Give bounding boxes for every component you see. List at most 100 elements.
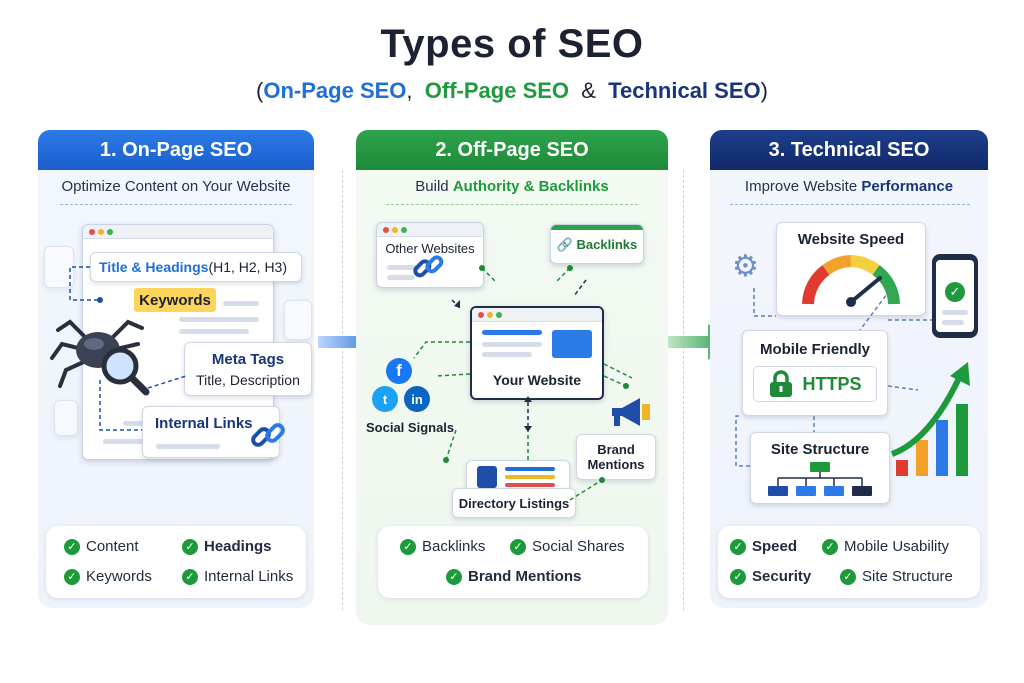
browser-titlebar: [83, 225, 273, 239]
text-line: [179, 329, 249, 334]
meta-tags-desc: Title, Description: [196, 371, 300, 388]
check-icon: ✓: [822, 538, 838, 555]
subtitle-ampersand: &: [581, 78, 596, 103]
gear-icon: ⚙: [732, 250, 759, 283]
other-websites-card: Other Websites: [376, 222, 484, 288]
text-line: [505, 467, 555, 471]
brand-mentions-card: Brand Mentions: [576, 434, 656, 480]
maximize-dot-icon: [496, 312, 502, 318]
text-line: [223, 301, 259, 306]
check-icon: ✓: [64, 568, 80, 585]
backlinks-card: 🔗 Backlinks: [550, 224, 644, 264]
smartphone-icon: ✓: [932, 254, 978, 338]
facebook-icon: f: [386, 358, 412, 384]
browser-titlebar: [377, 223, 483, 237]
off-page-sub-bold: Authority & Backlinks: [452, 178, 609, 195]
your-website-label: Your Website: [492, 372, 582, 388]
text-line: [387, 265, 421, 270]
subtitle-open-paren: (: [256, 78, 264, 103]
maximize-dot-icon: [107, 229, 113, 235]
off-page-seo-panel: 2. Off-Page SEO Build Authority & Backli…: [356, 130, 668, 625]
text-line: [179, 317, 259, 322]
check-icon: ✓: [730, 538, 746, 555]
check-icon: ✓: [840, 568, 856, 585]
off-page-sub-pre: Build: [415, 178, 453, 195]
text-line: [505, 475, 555, 479]
technical-checklist: ✓Speed ✓Mobile Usability ✓Security ✓Site…: [718, 526, 980, 598]
check-icon: ✓: [730, 568, 746, 585]
https-label: HTTPS: [802, 373, 862, 394]
checklist-item: ✓Social Shares: [510, 538, 625, 555]
maximize-dot-icon: [401, 227, 407, 233]
spider-crawler-icon: [50, 319, 150, 396]
technical-seo-panel: 3. Technical SEO Improve Website Perform…: [710, 130, 988, 608]
backlinks-label: 🔗 Backlinks: [556, 237, 638, 252]
check-icon: ✓: [945, 282, 965, 302]
text-line: [942, 310, 968, 315]
text-line: [156, 444, 220, 449]
on-page-subheading: Optimize Content on Your Website: [61, 178, 291, 195]
twitter-icon: t: [372, 386, 398, 412]
checklist-item: ✓Keywords: [64, 568, 152, 585]
megaphone-icon: [612, 398, 650, 426]
minimize-dot-icon: [98, 229, 104, 235]
on-page-heading: 1. On-Page SEO: [38, 130, 314, 170]
on-page-seo-panel: 1. On-Page SEO Optimize Content on Your …: [38, 130, 314, 608]
keywords-highlight: Keywords: [134, 288, 216, 312]
on-page-checklist: ✓Content ✓Headings ✓Keywords ✓Internal L…: [46, 526, 306, 598]
subtitle-technical: Technical SEO: [608, 78, 761, 103]
page-title: Types of SEO: [380, 22, 644, 66]
website-speed-card: Website Speed: [776, 222, 926, 316]
meta-tags-label: Meta Tags Title, Description: [184, 342, 312, 396]
text-line: [482, 352, 532, 357]
technical-sub-pre: Improve Website: [744, 178, 862, 195]
checklist-item: ✓Headings: [182, 538, 272, 555]
growth-chart-icon: [890, 362, 970, 476]
card-accent: [551, 225, 643, 230]
page-decoration: [54, 400, 78, 436]
check-icon: ✓: [182, 538, 198, 555]
document-icon: [477, 466, 497, 488]
check-icon: ✓: [510, 538, 526, 555]
off-page-heading: 2. Off-Page SEO: [356, 130, 668, 170]
linkedin-icon: in: [404, 386, 430, 412]
checklist-item: ✓Internal Links: [182, 568, 293, 585]
off-page-checklist: ✓Backlinks ✓Social Shares ✓Brand Mention…: [378, 526, 648, 598]
chain-link-icon: [251, 423, 285, 447]
page-decoration: [284, 300, 312, 340]
check-icon: ✓: [64, 538, 80, 555]
off-page-subheading: Build Authority & Backlinks: [356, 178, 668, 195]
browser-titlebar: [472, 308, 602, 322]
title-headings-rest: (H1, H2, H3): [208, 259, 288, 275]
minimize-dot-icon: [487, 312, 493, 318]
technical-sub-bold: Performance: [861, 178, 954, 195]
subtitle-on-page: On-Page SEO: [263, 78, 407, 103]
dashed-divider: [730, 204, 970, 205]
brand-mentions-line1: Brand: [597, 442, 635, 457]
page-decoration: [44, 246, 74, 288]
column-separator: [342, 170, 343, 610]
minimize-dot-icon: [392, 227, 398, 233]
your-website-card: Your Website: [470, 306, 604, 400]
technical-subheading: Improve Website Performance: [710, 178, 988, 195]
text-line: [387, 275, 415, 280]
site-structure-card: Site Structure: [750, 432, 890, 504]
title-headings-label: Title & Headings (H1, H2, H3): [90, 252, 302, 282]
meta-tags-title: Meta Tags: [211, 350, 285, 368]
subtitle-close-paren: ): [760, 78, 768, 103]
close-dot-icon: [383, 227, 389, 233]
checklist-item: ✓Backlinks: [400, 538, 485, 555]
mobile-friendly-label: Mobile Friendly: [759, 341, 870, 358]
close-dot-icon: [89, 229, 95, 235]
checklist-item: ✓Speed: [730, 538, 797, 555]
title-headings-bold: Title & Headings: [99, 259, 209, 275]
checklist-item: ✓Mobile Usability: [822, 538, 949, 555]
checklist-item: ✓Content: [64, 538, 139, 555]
dashed-divider: [386, 204, 638, 205]
check-icon: ✓: [182, 568, 198, 585]
padlock-icon: [770, 370, 793, 397]
site-structure-label: Site Structure: [770, 441, 870, 458]
website-speed-label: Website Speed: [797, 231, 905, 248]
subtitle-comma: ,: [406, 78, 413, 103]
checklist-item: ✓Security: [730, 568, 811, 585]
